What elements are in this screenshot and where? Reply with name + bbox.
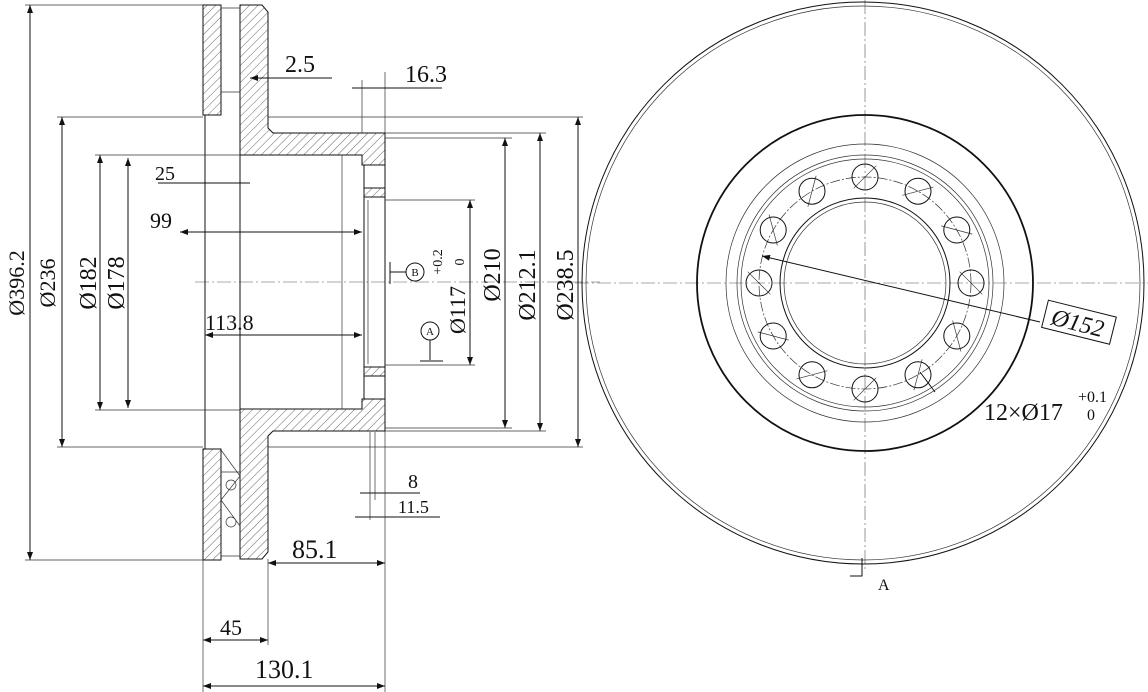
bolt-hole bbox=[851, 163, 879, 191]
bolt-hole bbox=[904, 177, 932, 205]
bolt-hole-crosshair bbox=[768, 214, 778, 246]
dim-99: 99 bbox=[150, 208, 172, 233]
hat-section-top bbox=[239, 4, 386, 166]
dim-8: 8 bbox=[408, 471, 418, 493]
datum-b-marker bbox=[405, 262, 425, 282]
bolt-hole bbox=[759, 322, 787, 350]
dim-212-1: Ø212.1 bbox=[515, 249, 541, 320]
dim-25: 25 bbox=[155, 163, 175, 185]
dim-117-tol-upper: +0.2 bbox=[431, 249, 446, 274]
flange-ring-top bbox=[363, 187, 386, 198]
bolt-circle-label-box bbox=[1041, 299, 1117, 345]
bolt-holes-spec: 12×Ø17 bbox=[984, 400, 1063, 426]
bolt-hole-crosshair bbox=[913, 359, 923, 391]
bolt-hole-crosshair bbox=[902, 186, 934, 196]
bolt-hole bbox=[759, 216, 787, 244]
pilot-bore bbox=[363, 196, 386, 368]
bolt-hole bbox=[745, 269, 773, 297]
front-view: Ø152 12×Ø17 +0.1 0 A bbox=[575, 0, 1148, 594]
dim-11-5: 11.5 bbox=[398, 497, 429, 517]
dim-outer-diameter: Ø396.2 bbox=[4, 250, 29, 315]
bolt-holes-tol-upper: +0.1 bbox=[1078, 389, 1107, 406]
bolt-hole-crosshair bbox=[941, 225, 973, 235]
bolt-holes-tol-lower: 0 bbox=[1087, 407, 1095, 424]
dim-113-8: 113.8 bbox=[205, 310, 254, 335]
friction-ring-inner-edge bbox=[696, 114, 1034, 452]
bolt-hole bbox=[943, 322, 971, 350]
bolt-hole-crosshair bbox=[952, 320, 962, 352]
dim-117-tol-lower: 0 bbox=[453, 259, 468, 266]
bolt-hole bbox=[943, 216, 971, 244]
bolt-holes bbox=[745, 163, 985, 403]
bolt-circle-diameter: Ø152 bbox=[1048, 305, 1107, 343]
bolt-hole-crosshair bbox=[853, 377, 877, 401]
flange-ring-bottom bbox=[363, 366, 386, 377]
dim-85-1: 85.1 bbox=[292, 535, 338, 564]
dim-178: Ø178 bbox=[104, 256, 130, 309]
datum-a-label: A bbox=[426, 326, 434, 338]
left-friction-plate-top bbox=[202, 4, 222, 116]
bolt-hole bbox=[957, 269, 985, 297]
left-friction-plate-bottom bbox=[202, 448, 222, 561]
dim-130-1: 130.1 bbox=[255, 655, 314, 684]
dim-236: Ø236 bbox=[35, 259, 60, 308]
bolt-hole-crosshair bbox=[747, 271, 771, 295]
dim-182: Ø182 bbox=[76, 256, 102, 309]
dim-117: Ø117 bbox=[445, 286, 470, 334]
bolt-hole bbox=[798, 361, 826, 389]
datum-b-label: B bbox=[411, 267, 418, 279]
bolt-hole bbox=[851, 375, 879, 403]
disc-outer-edge bbox=[581, 1, 1145, 565]
bolt-hole-crosshair bbox=[959, 271, 983, 295]
center-bore bbox=[779, 197, 951, 369]
vane-pattern bbox=[220, 449, 241, 527]
bolt-hole-crosshair bbox=[807, 175, 817, 207]
bolt-hole bbox=[904, 361, 932, 389]
section-marker: A bbox=[878, 577, 890, 594]
bolt-hole bbox=[798, 177, 826, 205]
dim-2-5: 2.5 bbox=[285, 52, 315, 78]
bolt-hole-crosshair bbox=[796, 370, 828, 380]
bolt-hole-crosshair bbox=[757, 331, 789, 341]
dim-16-3: 16.3 bbox=[405, 62, 447, 88]
dim-238-5: Ø238.5 bbox=[553, 249, 579, 320]
dim-210: Ø210 bbox=[480, 248, 506, 301]
section-view: Ø396.2 Ø236 Ø182 Ø178 25 99 113.8 2.5 16… bbox=[4, 4, 600, 692]
bolt-hole-crosshair bbox=[853, 165, 877, 189]
dim-45: 45 bbox=[220, 615, 242, 640]
